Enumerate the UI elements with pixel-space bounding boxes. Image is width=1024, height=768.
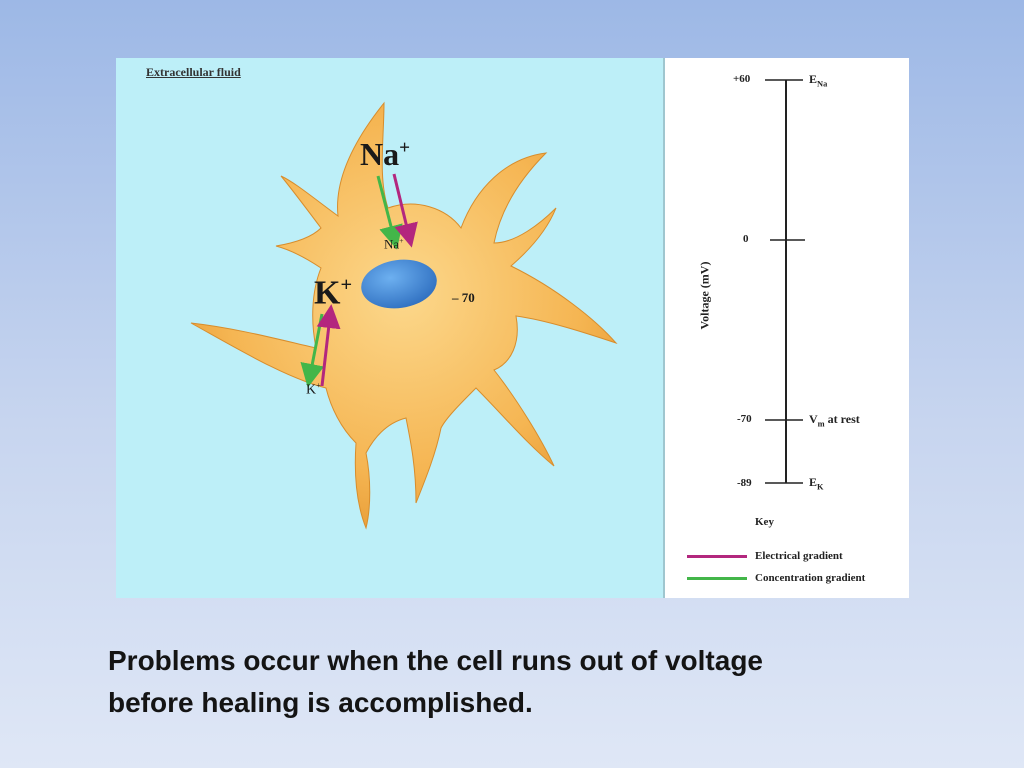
- electrical-gradient-label: Electrical gradient: [755, 550, 843, 562]
- resting-potential-label: Vm at rest: [809, 412, 860, 429]
- electrical-gradient-swatch: [687, 554, 747, 558]
- neuron-cell-illustration: [190, 101, 618, 530]
- key-title: Key: [755, 516, 774, 528]
- concentration-gradient-swatch: [687, 576, 747, 580]
- k-electrical-arrow: [316, 304, 341, 387]
- cell-diagram-panel: Extracellular fluid: [116, 58, 665, 598]
- cell-body: [190, 101, 618, 530]
- cell-voltage-label: – 70: [452, 290, 475, 305]
- caption-line-1: Problems occur when the cell runs out of…: [108, 645, 764, 676]
- extracellular-fluid-label: Extracellular fluid: [146, 65, 241, 79]
- key-row-concentration: Concentration gradient: [687, 571, 865, 585]
- cell-nucleus: [361, 259, 437, 309]
- membrane-potential-figure: Extracellular fluid: [116, 58, 909, 598]
- potassium-equilibrium-label: EK: [809, 475, 824, 492]
- na-electrical-arrow: [392, 173, 418, 248]
- voltage-scale-axis: [765, 79, 805, 484]
- potassium-ion-outside-label: K+: [306, 381, 321, 398]
- caption-line-2: before healing is accomplished.: [108, 687, 533, 718]
- sodium-ion-inside-label: Na+: [384, 236, 404, 252]
- tick-label-zero: 0: [743, 233, 749, 245]
- voltage-axis-title: Voltage (mV): [697, 261, 712, 330]
- potassium-ion-inside-label: K+: [314, 274, 353, 312]
- concentration-gradient-label: Concentration gradient: [755, 572, 866, 584]
- tick-label-minus70: -70: [737, 413, 752, 425]
- slide-caption: Problems occur when the cell runs out of…: [108, 640, 928, 724]
- sodium-equilibrium-label: ENa: [809, 72, 828, 89]
- tick-label-minus89: -89: [737, 477, 752, 489]
- voltage-scale-panel: Voltage (mV) +60 0 -70 -89 ENa Vm at res…: [665, 58, 909, 598]
- tick-label-plus60: +60: [733, 73, 751, 85]
- key-row-electrical: Electrical gradient: [687, 549, 843, 563]
- sodium-ion-outside-label: Na+: [360, 136, 411, 172]
- na-concentration-arrow: [376, 175, 403, 250]
